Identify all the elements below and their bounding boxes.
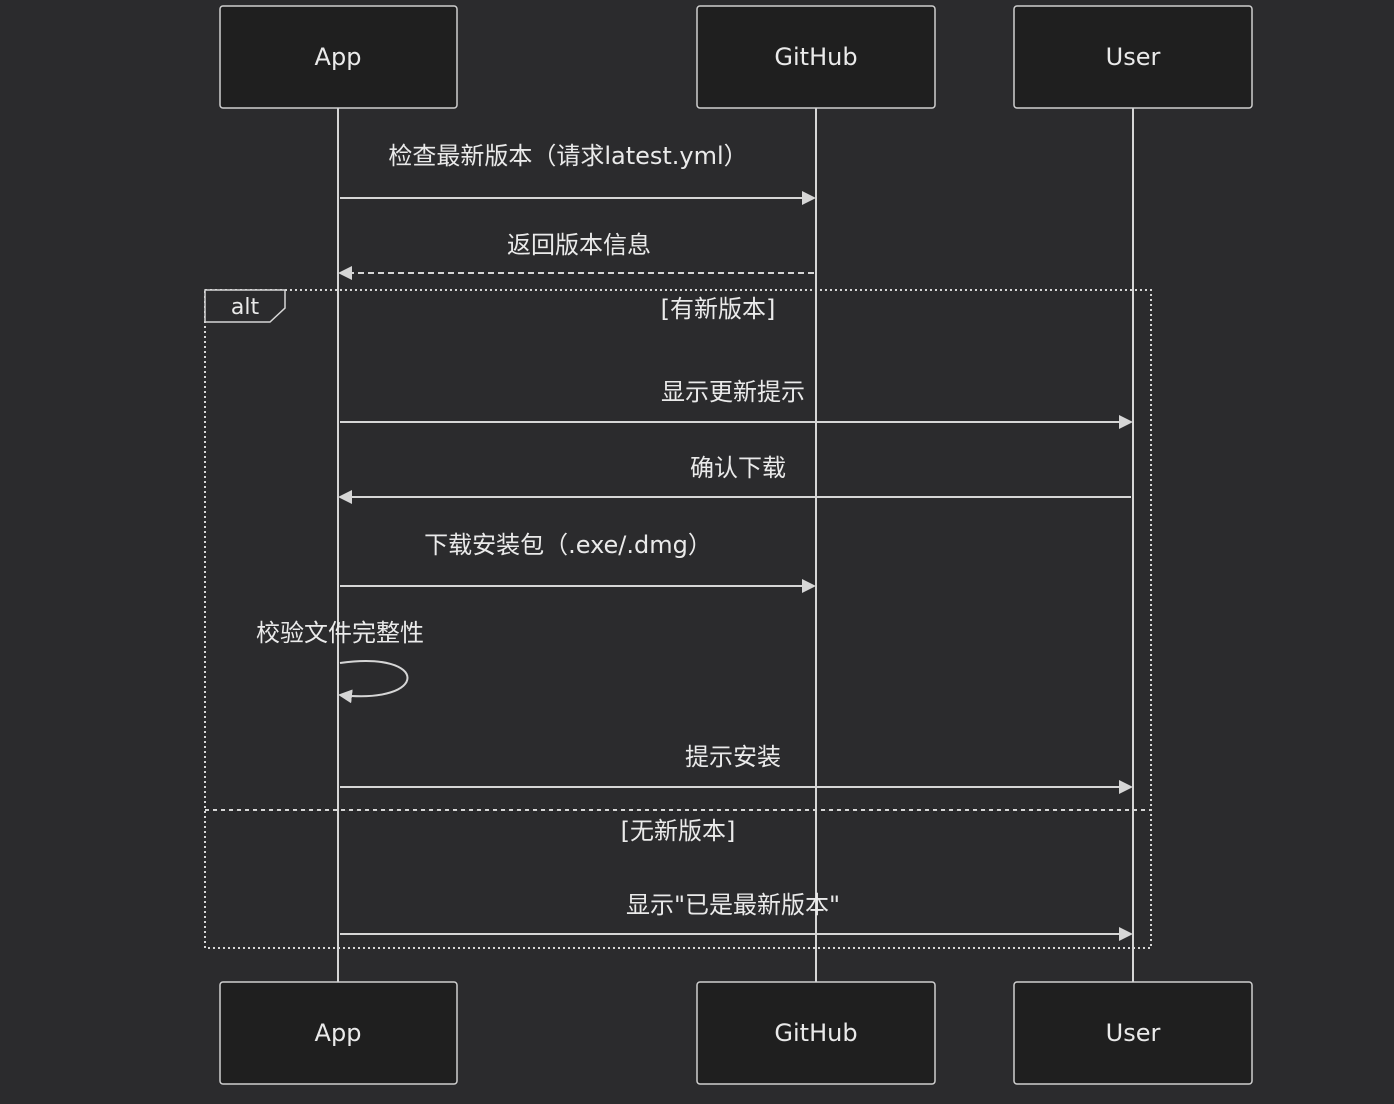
message-label: 校验文件完整性 (256, 619, 424, 647)
actor-box (1013, 981, 1253, 1085)
actor-label: App (315, 1019, 362, 1047)
actor-github-top: GitHub (696, 5, 936, 109)
message-show-update-prompt: 显示更新提示 (340, 378, 1133, 429)
actor-box (219, 981, 458, 1085)
lifelines (337, 108, 1134, 982)
actor-user-bottom: User (1013, 981, 1253, 1085)
actor-label: App (315, 43, 362, 71)
alt-frame-tab (204, 289, 286, 323)
message-label: 提示安装 (685, 743, 781, 771)
message-label: 返回版本信息 (507, 231, 651, 259)
message-label: 显示"已是最新版本" (626, 891, 840, 919)
message-download-package: 下载安装包（.exe/.dmg） (340, 531, 816, 593)
message-check-latest: 检查最新版本（请求latest.yml） (340, 142, 816, 205)
actor-label: GitHub (774, 43, 857, 71)
actor-github-bottom: GitHub (696, 981, 936, 1085)
actor-box (696, 981, 936, 1085)
message-label: 下载安装包（.exe/.dmg） (424, 531, 712, 559)
actor-app-top: App (219, 5, 458, 109)
alt-frame: alt [有新版本] [无新版本] (204, 289, 1152, 949)
actor-box (219, 5, 458, 109)
alt-condition-has-update: [有新版本] (661, 295, 776, 323)
message-return-version: 返回版本信息 (338, 231, 814, 280)
message-verify-integrity: 校验文件完整性 (256, 619, 424, 704)
actor-label: GitHub (774, 1019, 857, 1047)
message-confirm-download: 确认下载 (338, 454, 1131, 504)
actor-box (696, 5, 936, 109)
message-already-latest: 显示"已是最新版本" (340, 891, 1133, 941)
self-message-loop (338, 660, 409, 704)
actor-label: User (1106, 1019, 1161, 1047)
actor-user-top: User (1013, 5, 1253, 109)
message-label: 检查最新版本（请求latest.yml） (388, 142, 747, 170)
message-label: 显示更新提示 (661, 378, 805, 406)
actor-box (1013, 5, 1253, 109)
actor-app-bottom: App (219, 981, 458, 1085)
message-label: 确认下载 (690, 454, 786, 482)
alt-condition-no-update: [无新版本] (621, 817, 736, 845)
message-prompt-install: 提示安装 (340, 743, 1133, 794)
alt-frame-border (204, 289, 1152, 949)
alt-frame-keyword: alt (231, 295, 260, 320)
actor-label: User (1106, 43, 1161, 71)
